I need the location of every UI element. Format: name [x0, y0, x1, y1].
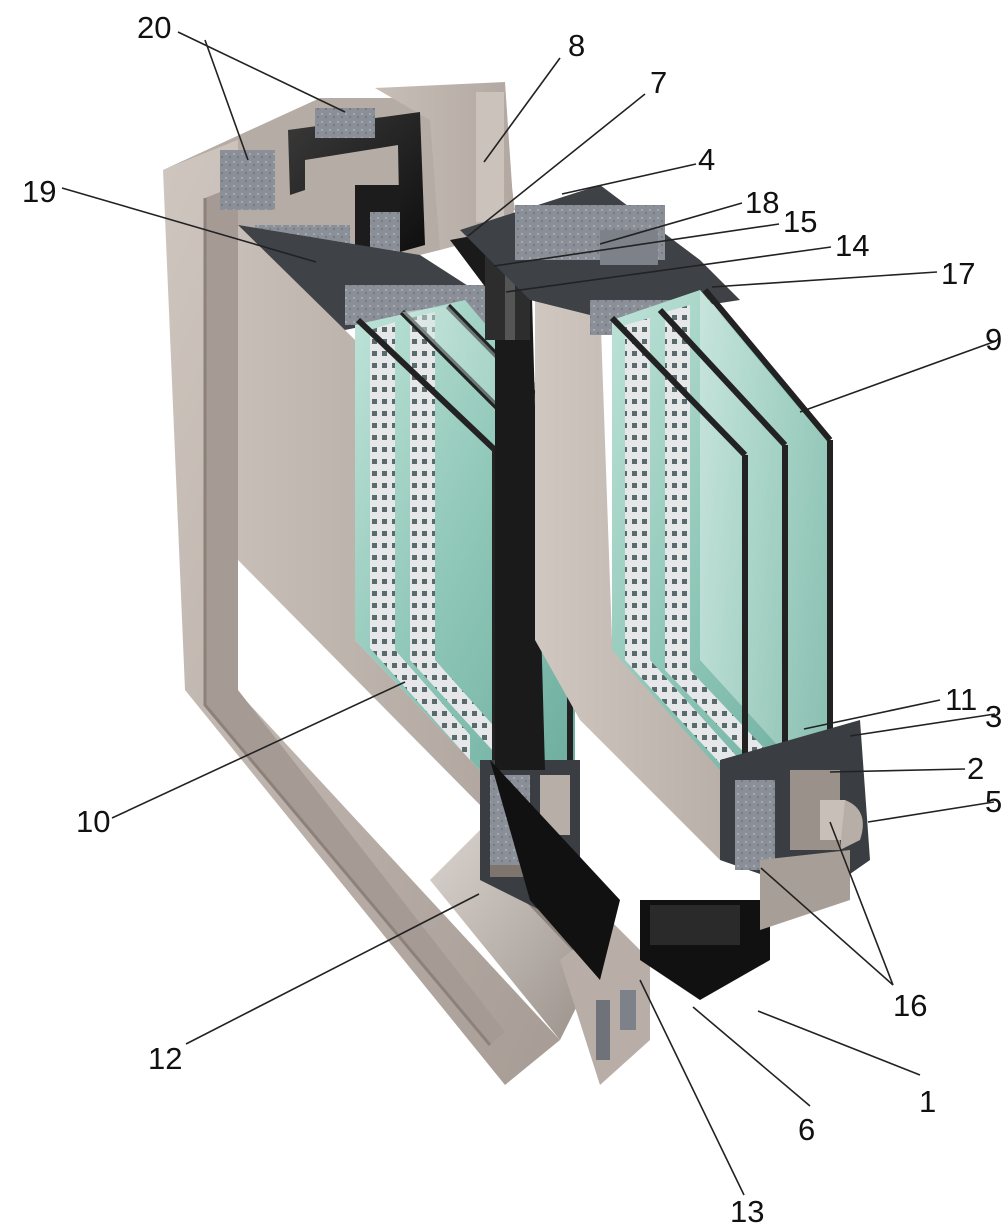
callout-14: 14	[835, 228, 869, 263]
callout-13: 13	[730, 1194, 764, 1227]
callout-9: 9	[985, 322, 1002, 357]
leader-10	[111, 681, 406, 819]
leader-19	[61, 187, 317, 263]
interlock	[450, 225, 620, 980]
leader-6	[692, 1006, 811, 1107]
callout-12: 12	[148, 1041, 182, 1076]
callout-1: 1	[919, 1084, 936, 1119]
leader-16a	[760, 867, 894, 986]
callout-3: 3	[985, 699, 1002, 734]
leader-5	[867, 801, 995, 823]
left-spacer-1	[370, 322, 470, 760]
bottom-track	[430, 830, 600, 1040]
left-sash-face	[238, 225, 480, 805]
callout-20: 20	[137, 10, 171, 45]
leader-20b	[204, 39, 249, 161]
right-sash	[460, 185, 870, 1000]
insulation-block-20b	[315, 108, 375, 138]
outer-frame-face	[163, 140, 560, 1085]
callout-18: 18	[745, 185, 779, 220]
callout-5: 5	[985, 784, 1002, 819]
leader-2	[829, 768, 966, 773]
top-thermal-break	[288, 112, 425, 252]
callout-15: 15	[783, 204, 817, 239]
outer-frame-channel	[205, 185, 505, 1045]
leader-8	[483, 57, 561, 163]
leader-3	[849, 713, 996, 737]
callout-4: 4	[698, 142, 715, 177]
callout-17: 17	[941, 256, 975, 291]
right-outer-pane	[700, 290, 830, 770]
leader-lines	[61, 31, 997, 1196]
outer-frame	[163, 140, 650, 1085]
leader-16b	[829, 821, 894, 986]
callout-16: 16	[893, 988, 927, 1023]
right-spacer-2	[665, 305, 780, 790]
callout-8: 8	[568, 28, 585, 63]
leader-13	[639, 979, 745, 1196]
leader-20a	[177, 31, 346, 113]
right-sash-face	[535, 300, 720, 860]
callout-labels: 20 8 7 4 19 18 15 14 17 9 11 3 2 5 10 16…	[22, 10, 1002, 1227]
leader-17	[711, 271, 938, 288]
callout-6: 6	[798, 1112, 815, 1147]
leader-14	[505, 246, 832, 293]
callout-11: 11	[945, 682, 977, 717]
callout-19: 19	[22, 174, 56, 209]
leader-7	[467, 93, 646, 237]
callout-7: 7	[650, 65, 667, 100]
leader-4	[561, 163, 697, 195]
left-spacer-2	[410, 312, 515, 775]
callout-2: 2	[967, 751, 984, 786]
callout-10: 10	[76, 804, 110, 839]
leader-1	[757, 1010, 921, 1076]
right-spacer-1	[625, 318, 740, 785]
leader-11	[803, 699, 941, 730]
leader-12	[185, 893, 480, 1045]
leader-9	[799, 340, 997, 413]
leader-18	[599, 202, 743, 245]
leader-15	[493, 223, 780, 267]
